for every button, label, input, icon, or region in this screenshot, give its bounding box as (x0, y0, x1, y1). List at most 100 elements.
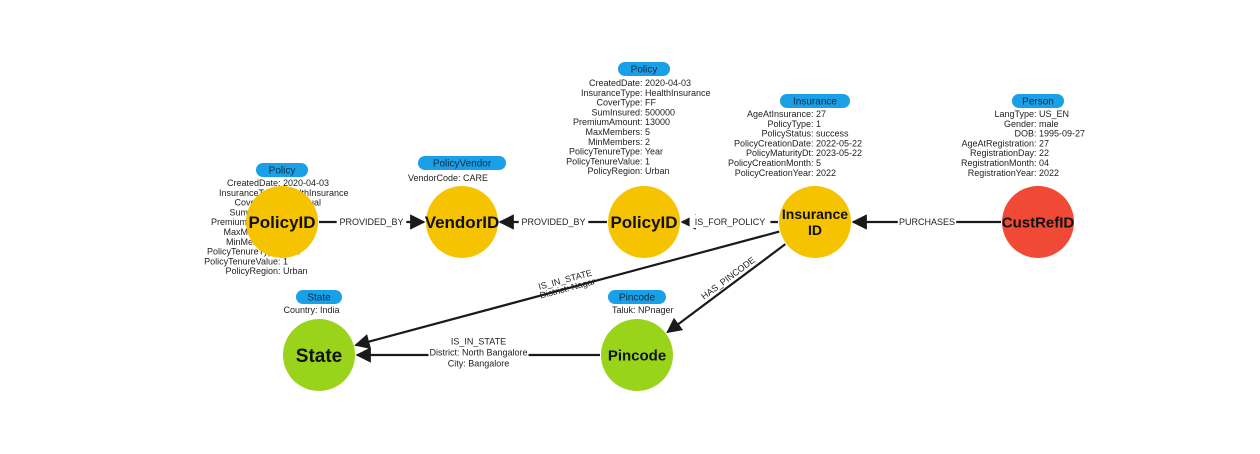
property-key: RegistrationDay (970, 148, 1035, 158)
edge-purchases: PURCHASES (851, 214, 1001, 230)
property-value: male (1039, 119, 1059, 129)
node-circle[interactable] (601, 319, 673, 391)
property-key: PolicyTenureValue (566, 156, 640, 166)
edge-line (354, 230, 780, 350)
edge-label: IS_IN_STATE (451, 337, 506, 347)
node-property: InsuranceType: HealthInsurance (581, 88, 711, 98)
property-value: 2022 (1039, 168, 1059, 178)
node-property: PolicyTenureValue: 1 (204, 256, 288, 266)
node-property: AgeAtInsurance: 27 (747, 109, 826, 119)
property-key: PolicyStatus (761, 129, 811, 139)
node-property: Taluk: NPnager (612, 305, 674, 315)
property-value: India (320, 305, 340, 315)
property-key: DOB (1014, 129, 1034, 139)
property-value: 500000 (645, 107, 675, 117)
node-property: MaxMembers: 5 (585, 127, 650, 137)
node-property: PolicyCreationDate: 2022-05-22 (734, 138, 862, 148)
node-circle[interactable] (608, 186, 680, 258)
node-property: DOB: 1995-09-27 (1014, 129, 1085, 139)
node-type-tag (296, 290, 342, 304)
property-key: PolicyTenureType (569, 147, 640, 157)
node-property: PolicyType: 1 (767, 119, 821, 129)
property-key: AgeAtInsurance (747, 109, 811, 119)
node-property: SumInsured: 500000 (591, 107, 675, 117)
property-key: PremiumAmount (211, 217, 279, 227)
property-key: CreatedDate (227, 178, 278, 188)
property-key: InsuranceType (581, 88, 640, 98)
node-type-tag (1012, 94, 1064, 108)
node-property: PolicyTenureType: Year (569, 147, 663, 157)
node-type-tag-label: Pincode (619, 293, 656, 304)
node-property: CoverType: FF (596, 98, 656, 108)
property-key: PolicyType (767, 119, 811, 129)
node-type-tag-label: Person (1022, 97, 1054, 108)
node-property: AgeAtRegistration: 27 (961, 138, 1049, 148)
property-value: HealthInsurance (283, 188, 349, 198)
node-type-tag-label: PolicyVendor (433, 159, 492, 170)
property-key: MaxMembers (585, 127, 640, 137)
property-key: RegistrationYear (968, 168, 1034, 178)
edge-label: PROVIDED_BY (339, 217, 403, 227)
property-key: PremiumAmount (573, 117, 641, 127)
node-circle[interactable] (246, 186, 318, 258)
property-value: 1 (645, 156, 650, 166)
node-circle[interactable] (426, 186, 498, 258)
node-property: RegistrationDay: 22 (970, 148, 1049, 158)
node-label: CustRefID (1002, 214, 1075, 231)
property-value: 2 (645, 137, 650, 147)
node-property: CreatedDate: 2020-04-03 (227, 178, 329, 188)
property-value: success (816, 129, 849, 139)
property-value: 1 (283, 256, 288, 266)
property-value: 1995-09-27 (1039, 129, 1085, 139)
property-value: 2023-05-22 (816, 148, 862, 158)
node-property: RegistrationMonth: 04 (961, 158, 1049, 168)
node-property: Gender: male (1004, 119, 1059, 129)
node-circle[interactable] (1002, 186, 1074, 258)
property-value: 1 (816, 119, 821, 129)
property-value: US_EN (1039, 109, 1069, 119)
node-property: PolicyCreationMonth: 5 (728, 158, 821, 168)
node-type-tag-label: State (307, 293, 331, 304)
property-key: PolicyMaturityDt (746, 148, 812, 158)
property-key: PolicyTenureValue (204, 256, 278, 266)
node-circle[interactable] (779, 186, 851, 258)
node-label: State (296, 346, 342, 367)
property-key: VendorCode (408, 173, 458, 183)
property-value: 27 (1039, 138, 1049, 148)
node-property: PolicyMaturityDt: 2023-05-22 (746, 148, 862, 158)
node-label: Pincode (608, 347, 666, 364)
property-value: 2020-04-03 (645, 78, 691, 88)
edge-label: PURCHASES (899, 217, 955, 227)
property-key: LangType (994, 109, 1034, 119)
property-key: Taluk (612, 305, 634, 315)
node-property: CreatedDate: 2020-04-03 (589, 78, 691, 88)
node-property: LangType: US_EN (994, 109, 1069, 119)
property-value: CARE (463, 173, 488, 183)
property-value: 22 (1039, 148, 1049, 158)
property-value: 2020-04-03 (283, 178, 329, 188)
node-property: VendorCode: CARE (408, 173, 488, 183)
node-type-tag-label: Policy (631, 65, 658, 76)
property-value: HealthInsurance (645, 88, 711, 98)
node-property: PolicyRegion: Urban (225, 266, 307, 276)
property-value: NPnager (638, 305, 674, 315)
edge-is-for-policy: IS_FOR_POLICY (680, 214, 778, 230)
property-key: PolicyCreationYear (735, 168, 811, 178)
property-value: FF (645, 98, 656, 108)
node-circle[interactable] (283, 319, 355, 391)
property-key: RegistrationMonth (961, 158, 1034, 168)
node-property: PremiumAmount: 13000 (573, 117, 670, 127)
node-type-tag-label: Insurance (793, 97, 837, 108)
node-type-tag (418, 156, 506, 170)
node-type-tag (618, 62, 670, 76)
